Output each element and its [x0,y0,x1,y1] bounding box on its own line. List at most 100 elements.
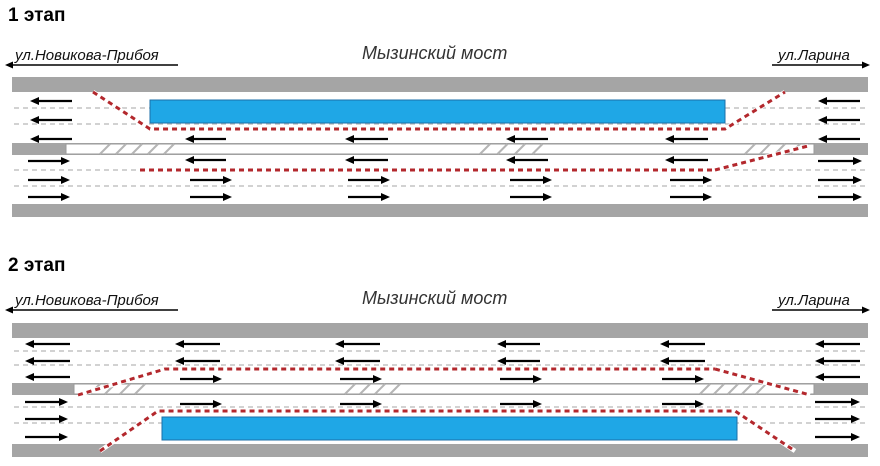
hatching [514,143,526,155]
hatching [359,383,371,395]
stage-2-bridge-name: Мызинский мост [362,288,508,308]
work-zone [161,416,738,441]
arrow-left [335,357,380,365]
hatching [531,143,544,155]
arrow-left [25,340,70,348]
arrow-right [28,157,70,165]
arrow-right [670,193,712,201]
arrow-left [815,340,860,348]
arrow-right [818,157,862,165]
hatching [119,383,131,395]
hatching [134,383,146,395]
arrow-right [25,415,68,423]
work-zone [149,99,726,124]
hatching [389,383,401,395]
hatching [99,143,111,155]
arrow-right [340,375,382,383]
arrow-left [497,357,540,365]
street-direction-arrowhead [5,61,13,69]
median-crossover [73,383,815,395]
arrow-right [25,433,68,441]
arrow-left [30,135,72,143]
sidewalk-bottom [12,204,868,217]
arrow-left [660,357,705,365]
arrow-left [818,135,860,143]
stage-1-right-street-label: ул.Ларина [778,47,850,64]
arrow-right [815,398,860,406]
hatching [479,143,491,155]
arrow-left [345,135,388,143]
hatching [759,143,771,155]
arrow-left [175,357,220,365]
barrier-base [98,408,797,453]
arrow-left [818,97,860,105]
arrow-right [662,400,704,408]
arrow-right [348,193,390,201]
temporary-barrier [77,367,715,397]
hatching [131,143,143,155]
sidewalk-top [12,77,868,92]
temporary-barrier [92,90,786,131]
arrow-left [175,340,220,348]
arrow-right [510,176,552,184]
arrow-right [500,400,542,408]
stage-2-right-street-label: ул.Ларина [778,292,850,309]
arrow-right [500,375,542,383]
arrow-right [190,176,232,184]
arrow-right [28,176,70,184]
hatching [741,383,753,395]
arrow-left [815,357,860,365]
arrow-left [818,116,860,124]
street-direction-arrowhead [862,306,870,314]
arrow-left [345,156,388,164]
arrow-left [25,357,70,365]
arrow-left [497,340,540,348]
sidewalk-bottom [12,444,868,457]
arrow-right [180,375,222,383]
arrow-right [180,400,222,408]
arrow-left [25,373,70,381]
arrow-right [340,400,382,408]
hatching [755,383,767,395]
hatching [374,383,386,395]
arrow-right [25,398,68,406]
arrow-left [335,340,380,348]
arrow-left [185,156,226,164]
hatching [713,383,725,395]
arrow-right [510,193,552,201]
arrow-right [662,375,704,383]
arrow-left [665,156,708,164]
arrow-left [815,373,860,381]
hatching [699,383,711,395]
hatching [115,143,127,155]
hatching [147,143,159,155]
arrow-right [815,415,860,423]
hatching [344,383,356,395]
hatching [727,383,739,395]
hatching [744,143,756,155]
arrow-left [665,135,708,143]
stage-1-bridge-name: Мызинский мост [362,43,508,63]
stage-1-scheme [5,61,870,217]
arrow-left [185,135,226,143]
arrow-right [348,176,390,184]
temporary-barrier [714,144,809,172]
hatching [496,143,509,155]
stage-2-scheme [5,306,870,457]
sidewalk-top [12,323,868,338]
arrow-right [28,193,70,201]
arrow-left [660,340,705,348]
temporary-barrier [714,367,811,397]
arrow-left [30,97,72,105]
arrow-right [670,176,712,184]
arrow-right [818,193,862,201]
arrow-left [506,156,548,164]
stage-2-left-street-label: ул.Новикова-Прибоя [15,292,159,309]
stage-1-left-street-label: ул.Новикова-Прибоя [15,47,159,64]
hatching [163,143,175,155]
arrow-right [815,433,860,441]
stage-2-title: 2 этап [8,255,66,276]
arrow-left [30,116,72,124]
stage-1-title: 1 этап [8,5,66,26]
median-crossover [65,143,815,155]
